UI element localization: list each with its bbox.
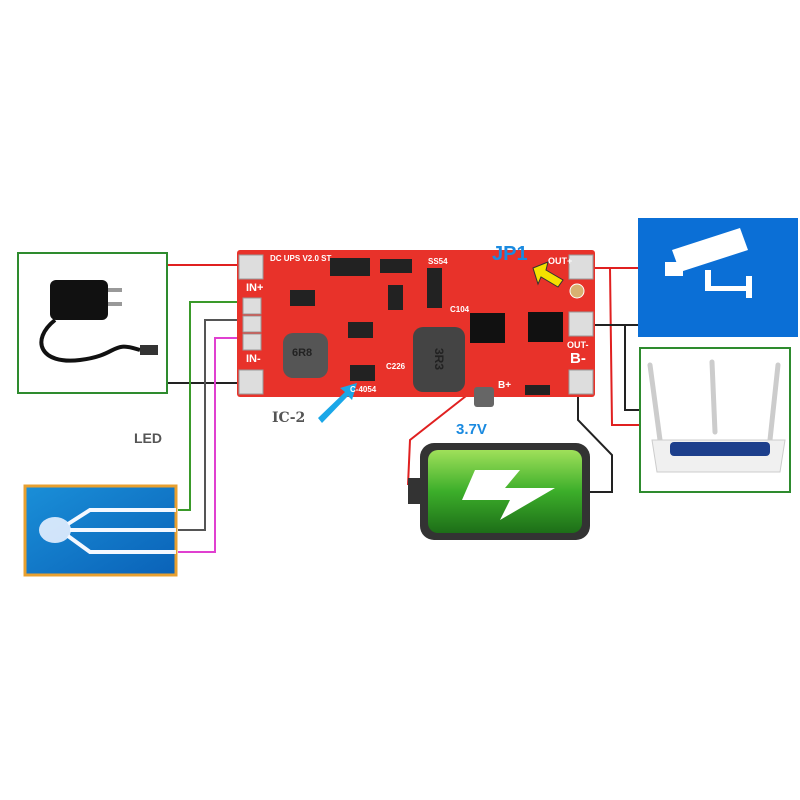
wire-led-pink bbox=[178, 337, 245, 553]
led-label: LED bbox=[134, 430, 162, 446]
wires bbox=[167, 264, 640, 553]
wire-battery-plus bbox=[407, 384, 481, 486]
board-title: DC UPS V2.0 ST bbox=[270, 254, 332, 263]
jp1-arrow-icon bbox=[532, 261, 564, 288]
lightning-icon bbox=[462, 470, 555, 520]
ups-pcb bbox=[237, 250, 595, 407]
router-image bbox=[639, 347, 791, 493]
wire-out-minus-router bbox=[624, 325, 640, 411]
power-adapter bbox=[17, 252, 168, 394]
in-plus-label: IN+ bbox=[246, 282, 264, 294]
in-minus-label: IN- bbox=[246, 353, 261, 365]
wire-led-gray bbox=[178, 319, 245, 531]
diode-label: SS54 bbox=[428, 257, 448, 266]
b-minus-label: B- bbox=[570, 350, 586, 367]
wire-out-plus-router bbox=[609, 267, 640, 426]
battery-voltage-label: 3.7V bbox=[456, 421, 487, 438]
b-plus-label: B+ bbox=[498, 380, 512, 391]
led-image bbox=[23, 484, 178, 577]
jp1-label: JP1 bbox=[492, 243, 528, 265]
wire-led-green bbox=[178, 301, 245, 511]
cap2-label: C104 bbox=[450, 305, 470, 314]
cap1-label: C226 bbox=[386, 362, 406, 371]
ic2-label: IC-2 bbox=[272, 410, 306, 426]
battery bbox=[408, 443, 590, 540]
out-plus-label: OUT+ bbox=[548, 256, 573, 266]
camera-icon bbox=[638, 218, 798, 337]
inductor-right-label: 3R3 bbox=[432, 347, 447, 371]
chip-label: C-4054 bbox=[350, 385, 377, 394]
inductor-left-label: 6R8 bbox=[292, 347, 313, 359]
wire-battery-minus bbox=[577, 392, 613, 493]
out-minus-label: OUT- bbox=[567, 340, 589, 350]
ic2-arrow-icon bbox=[318, 383, 357, 423]
